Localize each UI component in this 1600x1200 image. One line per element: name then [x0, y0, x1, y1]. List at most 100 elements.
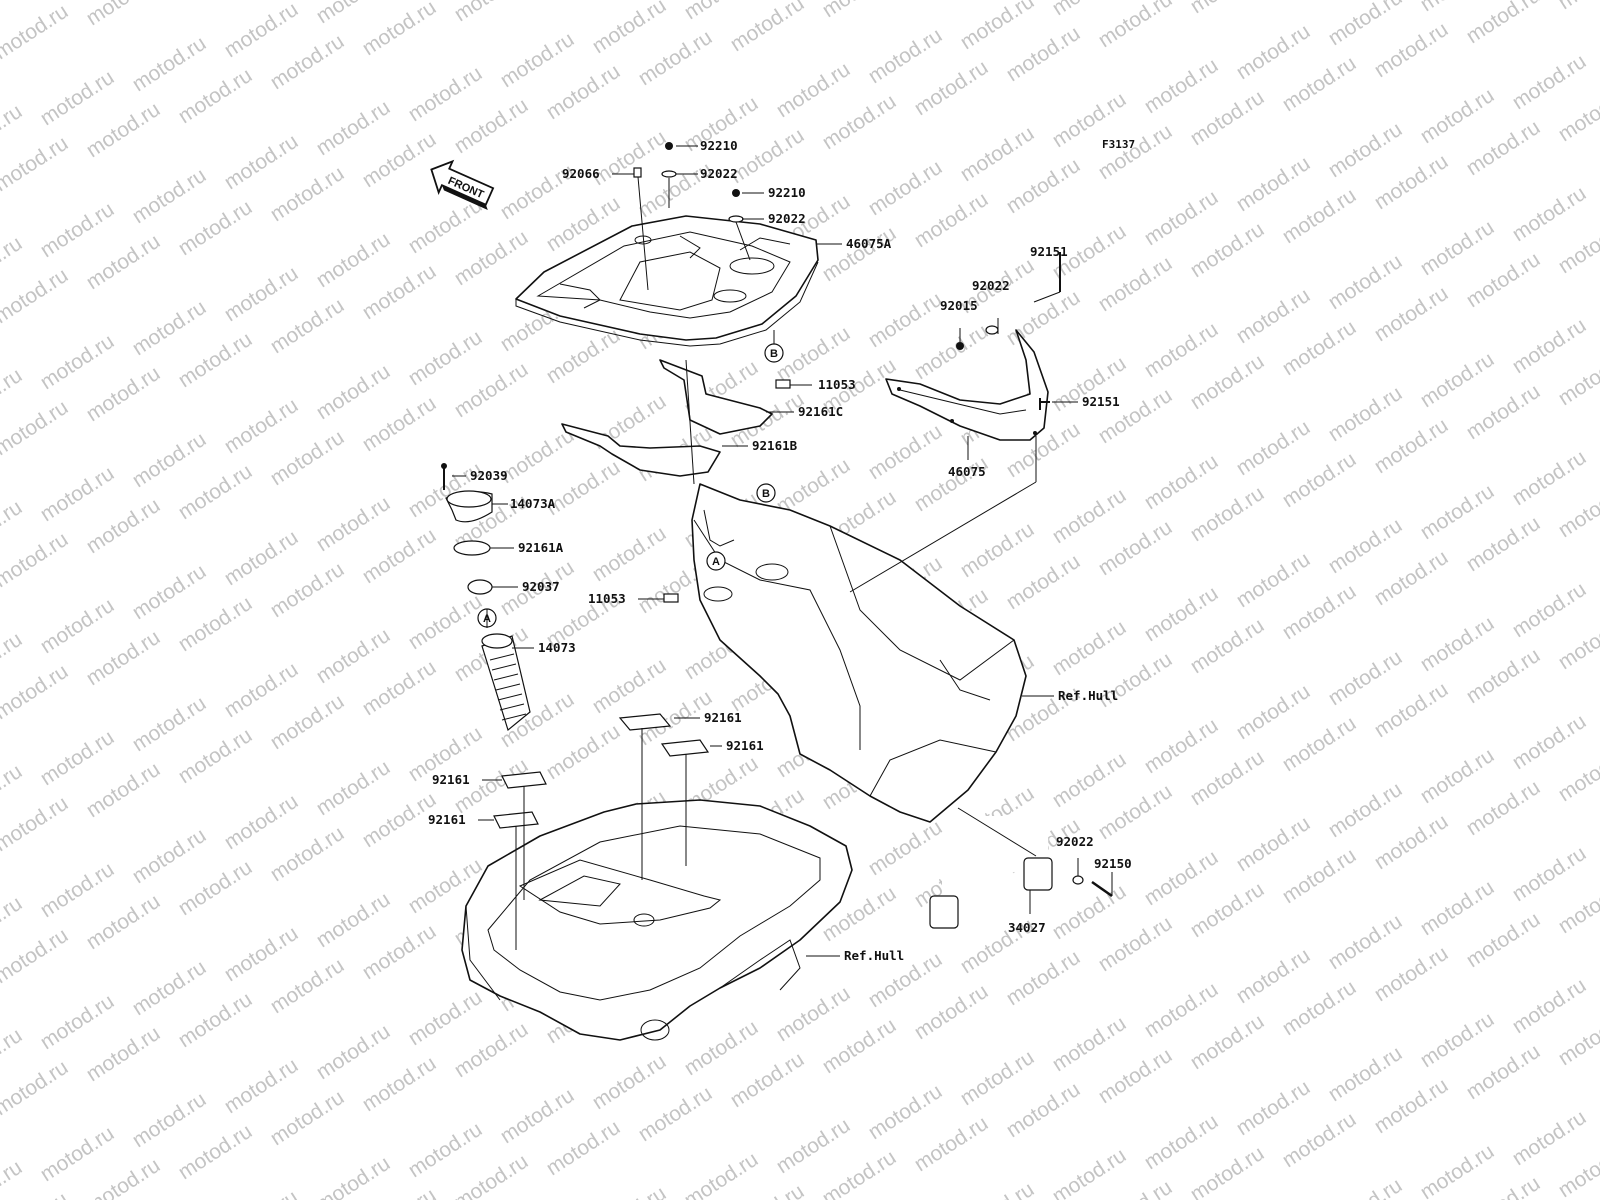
watermark-text: motod.ru [1554, 742, 1600, 806]
watermark-text: motod.ru [1554, 346, 1600, 410]
watermark-text: motod.ru [1416, 84, 1498, 148]
watermark-text: motod.ru [1278, 580, 1360, 644]
watermark-text: motod.ru [1186, 350, 1268, 414]
part-labels: 92210 92066 92022 92210 92022 46075A 921… [428, 138, 1132, 963]
watermark-text: motod.ru [82, 626, 164, 690]
watermark-text: motod.ru [818, 90, 900, 154]
watermark-text: motod.ru [910, 980, 992, 1044]
watermark-text: motod.ru [1186, 482, 1268, 546]
watermark-text: motod.ru [864, 1080, 946, 1144]
watermark-text: motod.ru [450, 226, 532, 290]
watermark-text: motod.ru [128, 692, 210, 756]
label-92151-a: 92151 [1030, 244, 1068, 259]
watermark-text: motod.ru [1232, 416, 1314, 480]
watermark-text: motod.ru [450, 0, 532, 26]
watermark-text: motod.ru [864, 420, 946, 484]
watermark-text: motod.ru [726, 0, 808, 56]
watermark-text: motod.ru [36, 198, 118, 262]
watermark-text: motod.ru [0, 496, 26, 560]
watermark-text: motod.ru [266, 1086, 348, 1150]
watermark-text: motod.ru [1508, 1106, 1590, 1170]
watermark-text: motod.ru [1140, 846, 1222, 910]
watermark-text: motod.ru [1140, 318, 1222, 382]
watermark-text: motod.ru [1324, 910, 1406, 974]
watermark-text: motod.ru [220, 130, 302, 194]
watermark-text: motod.ru [0, 1188, 72, 1200]
watermark-text: motod.ru [358, 128, 440, 192]
watermark-text: motod.ru [1232, 812, 1314, 876]
watermark-text: motod.ru [910, 188, 992, 252]
watermark-text: motod.ru [1094, 1176, 1176, 1200]
watermark-text: motod.ru [450, 1018, 532, 1082]
marker-a-hull: A [706, 551, 726, 571]
watermark-text: motod.ru [496, 28, 578, 92]
watermark-text: motod.ru [312, 360, 394, 424]
watermark-text: motod.ru [1508, 710, 1590, 774]
label-ref-hull-1: Ref.Hull [1058, 688, 1118, 703]
watermark-text: motod.ru [220, 262, 302, 326]
watermark-text: motod.ru [220, 1054, 302, 1118]
watermark-text: motod.ru [312, 1152, 394, 1200]
watermark-text: motod.ru [128, 560, 210, 624]
watermark-text: motod.ru [82, 98, 164, 162]
watermark-text: motod.ru [450, 94, 532, 158]
watermark-text: motod.ru [634, 1082, 716, 1146]
watermark-text: motod.ru [1140, 1110, 1222, 1174]
label-92037: 92037 [522, 579, 560, 594]
watermark-text: motod.ru [220, 394, 302, 458]
watermark-text: motod.ru [588, 654, 670, 718]
watermark-text: motod.ru [0, 396, 72, 460]
watermark-text: motod.ru [0, 132, 72, 196]
watermark-text: motod.ru [404, 590, 486, 654]
watermark-text: motod.ru [174, 988, 256, 1052]
watermark-text: motod.ru [36, 462, 118, 526]
watermark-text: motod.ru [1186, 878, 1268, 942]
seal-stickers-92161 [493, 713, 710, 829]
watermark-text: motod.ru [174, 1120, 256, 1184]
label-14073a: 14073A [510, 496, 556, 511]
watermark-text: motod.ru [266, 426, 348, 490]
watermark-text: motod.ru [0, 892, 26, 956]
watermark-text: motod.ru [1554, 0, 1600, 14]
watermark-text: motod.ru [1554, 874, 1600, 938]
watermark-text: motod.ru [266, 294, 348, 358]
watermark-text: motod.ru [1508, 842, 1590, 906]
watermark-text: motod.ru [496, 1084, 578, 1148]
watermark-text: motod.ru [1462, 908, 1544, 972]
watermark-text: motod.ru [1462, 0, 1544, 48]
watermark-text: motod.ru [1324, 250, 1406, 314]
watermark-text: motod.ru [358, 524, 440, 588]
watermark-text: motod.ru [634, 26, 716, 90]
watermark-text: motod.ru [36, 1122, 118, 1186]
watermark-text: motod.ru [1416, 480, 1498, 544]
watermark-text: motod.ru [588, 1050, 670, 1114]
watermark-text: motod.ru [1370, 282, 1452, 346]
watermark-text: motod.ru [1554, 610, 1600, 674]
watermark-text: motod.ru [1324, 646, 1406, 710]
watermark-text: motod.ru [1554, 1006, 1600, 1070]
fastener-group-top [633, 142, 744, 223]
watermark-text: motod.ru [1002, 550, 1084, 614]
watermark-text: motod.ru [588, 522, 670, 586]
watermark-text: motod.ru [36, 330, 118, 394]
label-92210-a: 92210 [700, 138, 738, 153]
watermark-text: motod.ru [1232, 20, 1314, 84]
watermark-text: motod.ru [266, 822, 348, 886]
watermark-text: motod.ru [1186, 1142, 1268, 1200]
watermark-text: motod.ru [1278, 844, 1360, 908]
watermark-text: motod.ru [1416, 744, 1498, 808]
watermark-text: motod.ru [266, 690, 348, 754]
watermark-text: motod.ru [1324, 1042, 1406, 1106]
watermark-text: motod.ru [726, 124, 808, 188]
watermark-text: motod.ru [864, 816, 946, 880]
watermark-text: motod.ru [36, 990, 118, 1054]
watermark-text: motod.ru [1462, 512, 1544, 576]
watermark-text: motod.ru [956, 518, 1038, 582]
watermark-text: motod.ru [266, 558, 348, 622]
watermark-text: motod.ru [312, 756, 394, 820]
watermark-text: motod.ru [496, 424, 578, 488]
watermark-text: motod.ru [312, 492, 394, 556]
watermark-text: motod.ru [1554, 82, 1600, 146]
watermark-text: motod.ru [312, 888, 394, 952]
